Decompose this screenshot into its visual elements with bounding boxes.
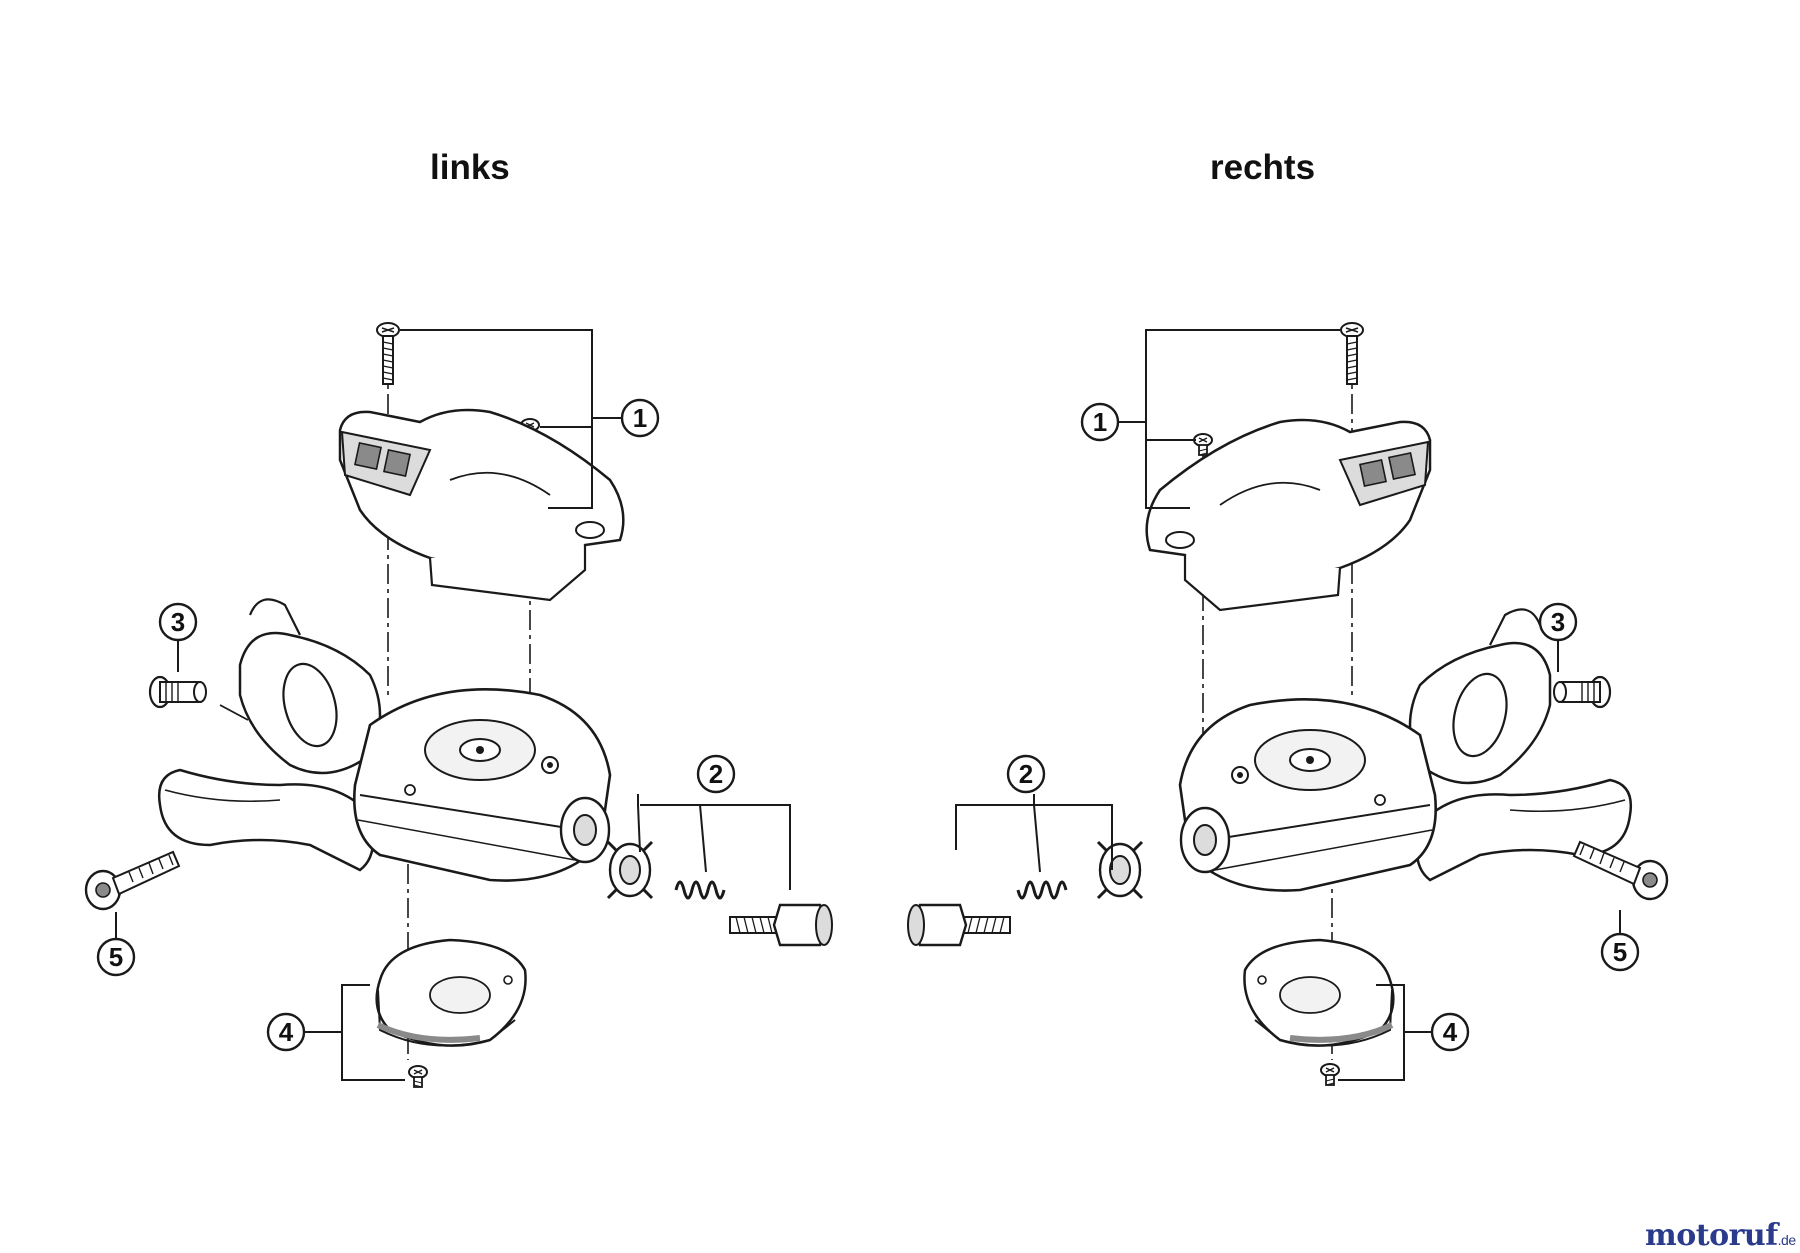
leader-line xyxy=(304,984,405,1081)
watermark-text: motoruf xyxy=(1645,1218,1778,1253)
adjuster-bolt-icon xyxy=(728,903,834,947)
callout-1: 1 xyxy=(620,398,660,438)
leader-line xyxy=(1145,329,1340,509)
long-screw-icon xyxy=(376,322,400,385)
watermark-suffix: .de xyxy=(1777,1232,1796,1248)
right-assembly: 1 2 3 4 5 xyxy=(906,322,1669,1086)
callout-number: 1 xyxy=(633,403,647,433)
callout-number: 5 xyxy=(109,942,123,972)
callout-5: 5 xyxy=(1600,932,1640,972)
callout-number: 1 xyxy=(1093,407,1107,437)
clamp-bolt-icon xyxy=(84,850,181,911)
callout-number: 2 xyxy=(1019,759,1033,789)
callout-5: 5 xyxy=(96,937,136,977)
left-assembly: 1 2 3 4 5 xyxy=(84,322,834,1088)
callout-4: 4 xyxy=(1430,1012,1470,1052)
callout-4: 4 xyxy=(266,1012,306,1052)
bottom-cover-icon xyxy=(377,940,526,1046)
adjuster-nut-icon xyxy=(606,840,654,900)
callout-number: 2 xyxy=(709,759,723,789)
leader-line xyxy=(637,794,791,890)
callout-3: 3 xyxy=(1538,602,1578,642)
callout-number: 3 xyxy=(171,607,185,637)
callout-number: 3 xyxy=(1551,607,1565,637)
callout-1: 1 xyxy=(1080,402,1120,442)
callout-3: 3 xyxy=(158,602,198,642)
small-screw-icon xyxy=(408,1065,428,1088)
title-left: links xyxy=(430,148,510,187)
watermark-logo: motoruf.de xyxy=(1645,1218,1796,1253)
callout-2: 2 xyxy=(1006,754,1046,794)
leader-line xyxy=(955,794,1113,873)
leader-line xyxy=(540,417,622,428)
leader-line xyxy=(1338,984,1432,1081)
leader-line xyxy=(219,704,249,721)
callout-2: 2 xyxy=(696,754,736,794)
callout-number: 4 xyxy=(279,1017,294,1047)
stop-screw-icon xyxy=(148,675,208,709)
callout-number: 4 xyxy=(1443,1017,1458,1047)
top-cover-icon xyxy=(338,408,625,602)
callout-number: 5 xyxy=(1613,937,1627,967)
shifter-body-icon xyxy=(157,598,612,882)
spring-icon xyxy=(674,880,726,900)
leader-line xyxy=(1118,421,1196,441)
title-right: rechts xyxy=(1210,148,1316,187)
